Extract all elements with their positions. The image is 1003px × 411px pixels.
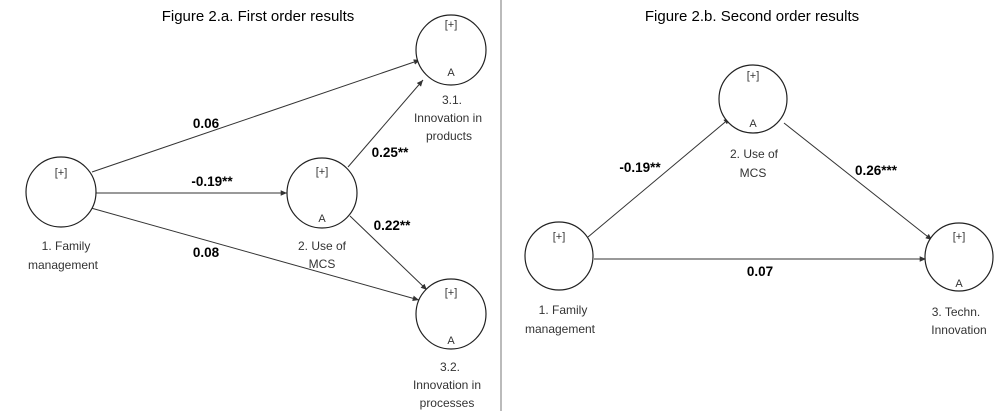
coef-family-processes: 0.08 [193, 245, 220, 260]
node-circle [415, 14, 487, 86]
node-family-management: [+] 1. Family management [25, 156, 99, 272]
node-label-line: 3.1. [442, 93, 462, 107]
node-label-line: 2. Use of [298, 239, 347, 253]
node-label-line: Innovation [931, 323, 986, 337]
panel-b-title: Figure 2.b. Second order results [645, 8, 859, 25]
coef-family-mcs: -0.19** [619, 160, 661, 175]
node-inner-label: A [318, 213, 326, 225]
node-techn-innovation: [+] A 3. Techn. Innovation [924, 222, 994, 337]
node-mark: [+] [316, 166, 329, 178]
coef-family-products: 0.06 [193, 116, 220, 131]
node-mark: [+] [445, 287, 458, 299]
node-circle [25, 156, 97, 228]
node-label-line: 1. Family [42, 239, 91, 253]
node-mark: [+] [747, 70, 760, 82]
node-label-line: Innovation in [414, 111, 482, 125]
node-label-line: MCS [309, 257, 336, 271]
panel-b: Figure 2.b. Second order results -0.19**… [524, 8, 994, 337]
node-label-line: MCS [740, 166, 767, 180]
edge-mcs-processes [349, 215, 428, 291]
node-label-line: 3.2. [440, 360, 460, 374]
node-label-line: 3. Techn. [932, 305, 980, 319]
edge-mcs-products [347, 79, 424, 168]
node-label-line: Innovation in [413, 378, 481, 392]
node-label-line: processes [420, 396, 475, 410]
node-circle [524, 221, 594, 291]
node-inner-label: A [749, 118, 757, 130]
coef-mcs-products: 0.25** [372, 145, 410, 160]
edge-family-processes [90, 207, 420, 301]
node-inner-label: A [955, 278, 963, 290]
node-mark: [+] [55, 167, 68, 179]
panel-a-title: Figure 2.a. First order results [162, 8, 355, 25]
node-label-line: management [525, 322, 596, 336]
node-label-line: 2. Use of [730, 147, 779, 161]
node-circle [286, 157, 358, 229]
node-circle [415, 278, 487, 350]
node-inner-label: A [447, 67, 455, 79]
node-label-line: management [28, 258, 99, 272]
edge-family-products [91, 59, 421, 173]
node-mark: [+] [445, 19, 458, 31]
coef-mcs-processes: 0.22** [374, 218, 412, 233]
node-inner-label: A [447, 335, 455, 347]
node-circle [924, 222, 994, 292]
panel-a: Figure 2.a. First order results 0.06 -0.… [25, 8, 487, 410]
node-label-line: products [426, 129, 472, 143]
node-use-of-mcs: [+] A 2. Use of MCS [718, 64, 788, 180]
coef-family-mcs: -0.19** [191, 174, 233, 189]
edge-mcs-innovation [783, 122, 933, 241]
node-innovation-products: [+] A 3.1. Innovation in products [414, 14, 487, 143]
edge-family-mcs [587, 117, 731, 238]
node-mark: [+] [953, 231, 966, 243]
node-family-management: [+] 1. Family management [524, 221, 596, 336]
coef-mcs-innovation: 0.26*** [855, 163, 898, 178]
coef-family-innovation: 0.07 [747, 264, 773, 279]
node-mark: [+] [553, 231, 566, 243]
node-circle [718, 64, 788, 134]
node-innovation-processes: [+] A 3.2. Innovation in processes [413, 278, 487, 410]
node-label-line: 1. Family [539, 303, 588, 317]
node-use-of-mcs: [+] A 2. Use of MCS [286, 157, 358, 271]
